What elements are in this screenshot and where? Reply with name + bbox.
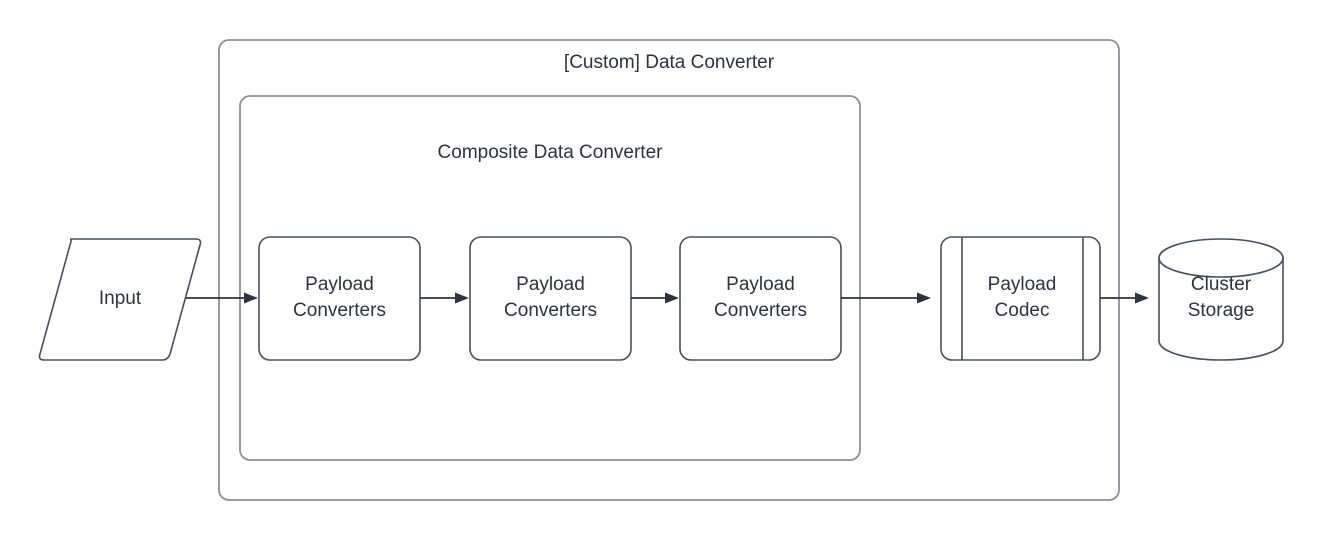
- payload-codec-shape: [940, 236, 1101, 361]
- payload-converters-3-label-line1: Payload: [726, 274, 795, 295]
- edge-pc1-to-pc2-arrowhead: [455, 292, 469, 304]
- cluster-storage-body: [1158, 257, 1284, 361]
- payload-converters-3-shape: [679, 236, 842, 361]
- payload-converters-2-shape: [469, 236, 632, 361]
- edge-pc3-to-codec-arrowhead: [917, 292, 931, 304]
- payload-converters-1-shape: [258, 236, 421, 361]
- edge-pc1-to-pc2: [420, 292, 469, 304]
- payload-converters-2-label-line1: Payload: [516, 274, 585, 295]
- edge-codec-to-cluster-storage: [1100, 292, 1149, 304]
- composite-data-converter-boundary: [239, 95, 861, 461]
- payload-codec-label-line1: Payload: [988, 274, 1057, 295]
- node-payload-converters-2[interactable]: Payload Converters: [469, 236, 632, 361]
- composite-data-converter-label: Composite Data Converter: [438, 142, 664, 163]
- cluster-storage-label-line2: Storage: [1188, 300, 1255, 321]
- payload-converters-1-label-line1: Payload: [305, 274, 374, 295]
- container-composite-data-converter[interactable]: Composite Data Converter: [239, 95, 861, 461]
- container-custom-data-converter[interactable]: [Custom] Data Converter: [218, 39, 1120, 501]
- node-cluster-storage[interactable]: Cluster Storage: [1158, 238, 1284, 361]
- edge-pc2-to-pc3: [631, 292, 679, 304]
- custom-data-converter-boundary: [218, 39, 1120, 501]
- edge-codec-to-storage-arrowhead: [1135, 292, 1149, 304]
- payload-converters-3-label-line2: Converters: [714, 300, 807, 321]
- cluster-storage-label-line1: Cluster: [1191, 274, 1252, 295]
- edge-input-to-payload-converters-1: [186, 292, 258, 304]
- node-payload-converters-3[interactable]: Payload Converters: [679, 236, 842, 361]
- input-label: Input: [99, 288, 142, 309]
- edge-input-to-pc1-arrowhead: [244, 292, 258, 304]
- payload-converters-1-label-line2: Converters: [293, 300, 386, 321]
- node-payload-converters-1[interactable]: Payload Converters: [258, 236, 421, 361]
- node-input[interactable]: Input: [38, 238, 202, 361]
- edge-pc3-to-payload-codec: [841, 292, 931, 304]
- input-parallelogram-shape: [38, 238, 202, 361]
- node-payload-codec[interactable]: Payload Codec: [940, 236, 1101, 361]
- payload-codec-label-line2: Codec: [995, 300, 1050, 321]
- cluster-storage-top-ellipse: [1158, 238, 1284, 278]
- payload-converters-2-label-line2: Converters: [504, 300, 597, 321]
- custom-data-converter-label: [Custom] Data Converter: [564, 52, 775, 73]
- edge-pc2-to-pc3-arrowhead: [665, 292, 679, 304]
